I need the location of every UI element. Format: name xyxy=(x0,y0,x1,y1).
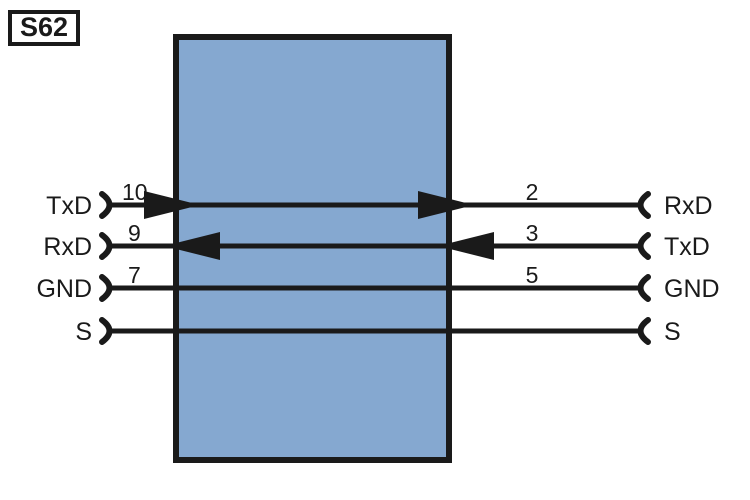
right-connector-hook-3 xyxy=(637,274,651,302)
left-signal-label-2: RxD xyxy=(43,233,92,261)
right-signal-label-2: TxD xyxy=(664,233,710,261)
right-connector-hook-2 xyxy=(637,232,651,260)
arrow-into-device-1 xyxy=(144,191,200,219)
right-connector-hook-1 xyxy=(637,191,651,219)
device-tag-label: S62 xyxy=(20,12,68,42)
left-pin-number-3: 7 xyxy=(128,262,141,288)
left-signal-label-4: S xyxy=(75,318,92,346)
right-pin-number-3: 5 xyxy=(526,262,539,288)
arrow-out-of-device-1 xyxy=(418,191,474,219)
arrow-out-of-device-2 xyxy=(164,232,220,260)
right-pin-number-1: 2 xyxy=(526,179,539,205)
right-signal-label-4: S xyxy=(664,318,681,346)
left-signal-label-1: TxD xyxy=(46,192,92,220)
left-connector-hook-1 xyxy=(99,191,113,219)
signal-row-4: S S xyxy=(75,317,681,346)
signal-row-3: GND 7 5 GND xyxy=(36,262,719,303)
signal-row-2: RxD 9 3 TxD xyxy=(43,220,709,261)
right-signal-label-1: RxD xyxy=(664,192,713,220)
device-tag: S62 xyxy=(8,10,80,46)
left-connector-hook-3 xyxy=(99,274,113,302)
left-pin-number-2: 9 xyxy=(128,220,141,246)
left-connector-hook-4 xyxy=(99,317,113,345)
device-tag-border xyxy=(8,10,80,46)
signal-row-1: TxD 10 2 RxD xyxy=(46,179,712,220)
device-tag-inner-border xyxy=(13,15,75,41)
right-connector-hook-4 xyxy=(637,317,651,345)
left-signal-label-3: GND xyxy=(36,275,92,303)
arrow-into-device-2 xyxy=(438,232,494,260)
right-signal-label-3: GND xyxy=(664,275,720,303)
left-connector-hook-2 xyxy=(99,232,113,260)
right-pin-number-2: 3 xyxy=(526,220,539,246)
left-pin-number-1: 10 xyxy=(122,179,148,205)
